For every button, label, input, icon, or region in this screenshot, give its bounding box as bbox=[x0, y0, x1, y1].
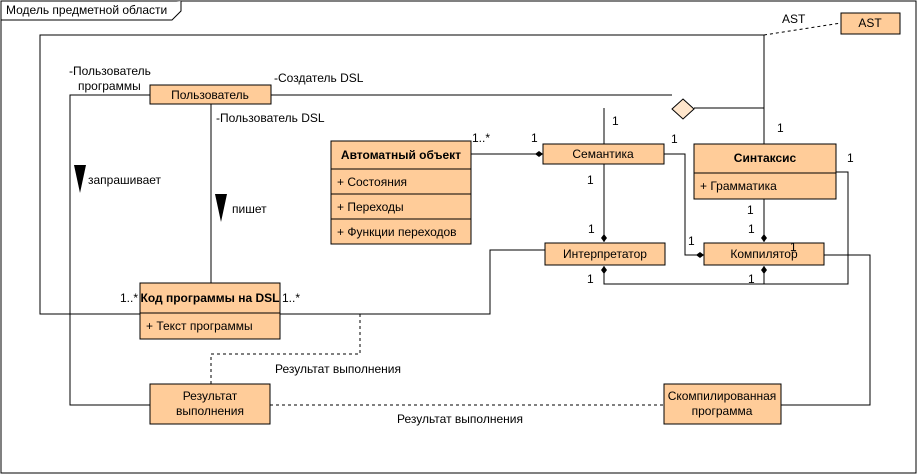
class-compiled-program-name: программа bbox=[692, 404, 753, 418]
multiplicity-label: 1 bbox=[790, 240, 797, 254]
ast-box[interactable] bbox=[840, 12, 901, 35]
requests-label: запрашивает bbox=[88, 173, 162, 187]
class-compiled-program-name: Скомпилированная bbox=[668, 389, 777, 403]
class-compiler[interactable]: Компилятор bbox=[703, 242, 825, 266]
class-automaton[interactable]: Автоматный объект + Состояния + Переходы… bbox=[330, 140, 472, 245]
multiplicity-label: 1 bbox=[748, 222, 755, 236]
role-label: программы bbox=[78, 79, 141, 93]
class-interpreter[interactable]: Интерпретатор bbox=[544, 242, 666, 266]
dsl-result-dashed-line bbox=[210, 314, 361, 384]
class-automaton-attr: + Переходы bbox=[337, 200, 404, 214]
compiler-compiled-line bbox=[781, 254, 871, 406]
ast-dashed-line bbox=[763, 22, 842, 36]
class-syntax-name: Синтаксис bbox=[734, 151, 797, 165]
role-label: -Пользователь DSL bbox=[216, 111, 325, 125]
class-syntax[interactable]: Синтаксис + Грамматика bbox=[693, 143, 837, 200]
frame-title-tab bbox=[1, 1, 182, 21]
frame-title: Модель предметной области bbox=[6, 3, 167, 17]
class-semantics-name: Семантика bbox=[572, 147, 634, 161]
connectors bbox=[39, 22, 871, 406]
class-syntax-attr: + Грамматика bbox=[700, 179, 777, 193]
semantics-compiler-line bbox=[664, 153, 704, 258]
multiplicity-label: 1 bbox=[612, 114, 619, 128]
syntax-interpreter-line bbox=[601, 171, 849, 285]
multiplicity-label: 1..* bbox=[282, 291, 300, 305]
multiplicity-label: 1 bbox=[777, 121, 784, 135]
ast-label: AST bbox=[782, 12, 806, 26]
multiplicity-label: 1 bbox=[688, 234, 695, 248]
multiplicity-label: 1 bbox=[587, 173, 594, 187]
class-exec-result[interactable]: Результат выполнения bbox=[149, 383, 271, 425]
writes-arrow-icon bbox=[215, 194, 227, 222]
multiplicity-label: 1 bbox=[671, 132, 678, 146]
class-automaton-attr: + Функции переходов bbox=[337, 225, 457, 239]
class-user-name: Пользователь bbox=[171, 88, 249, 102]
class-dsl-code-attr: + Текст программы bbox=[146, 319, 253, 333]
class-compiled-program[interactable]: Скомпилированная программа bbox=[663, 383, 782, 425]
class-dsl-code-name: Код программы на DSL bbox=[141, 291, 280, 305]
class-semantics[interactable]: Семантика bbox=[542, 143, 665, 165]
class-compiler-name: Компилятор bbox=[730, 247, 798, 261]
writes-label: пишет bbox=[232, 202, 267, 216]
role-label: -Создатель DSL bbox=[274, 71, 364, 85]
labels: AST -Пользователь программы -Создатель D… bbox=[69, 12, 854, 426]
class-automaton-attr: + Состояния bbox=[337, 175, 407, 189]
exec-result-label: Результат выполнения bbox=[275, 362, 401, 376]
class-exec-result-name: выполнения bbox=[176, 404, 244, 418]
requests-arrow-icon bbox=[74, 165, 86, 193]
multiplicity-label: 1 bbox=[587, 272, 594, 286]
user-result-line bbox=[69, 94, 150, 406]
multiplicity-label: 1 bbox=[531, 131, 538, 145]
class-exec-result-name: Результат bbox=[183, 389, 238, 403]
multiplicity-label: 1 bbox=[588, 222, 595, 236]
multiplicity-label: 1 bbox=[747, 203, 754, 217]
class-automaton-name: Автоматный объект bbox=[341, 148, 461, 162]
class-dsl-code[interactable]: Код программы на DSL + Текст программы bbox=[139, 282, 281, 340]
multiplicity-label: 1 bbox=[847, 151, 854, 165]
multiplicity-label: 1..* bbox=[472, 131, 490, 145]
role-label: -Пользователь bbox=[69, 64, 151, 78]
class-interpreter-name: Интерпретатор bbox=[563, 247, 647, 261]
association-diamond bbox=[671, 98, 695, 120]
ast-box-label: AST bbox=[858, 16, 882, 30]
multiplicity-label: 1..* bbox=[120, 291, 138, 305]
exec-result-label: Результат выполнения bbox=[397, 412, 523, 426]
multiplicity-label: 1 bbox=[748, 272, 755, 286]
class-user[interactable]: Пользователь bbox=[149, 84, 272, 105]
